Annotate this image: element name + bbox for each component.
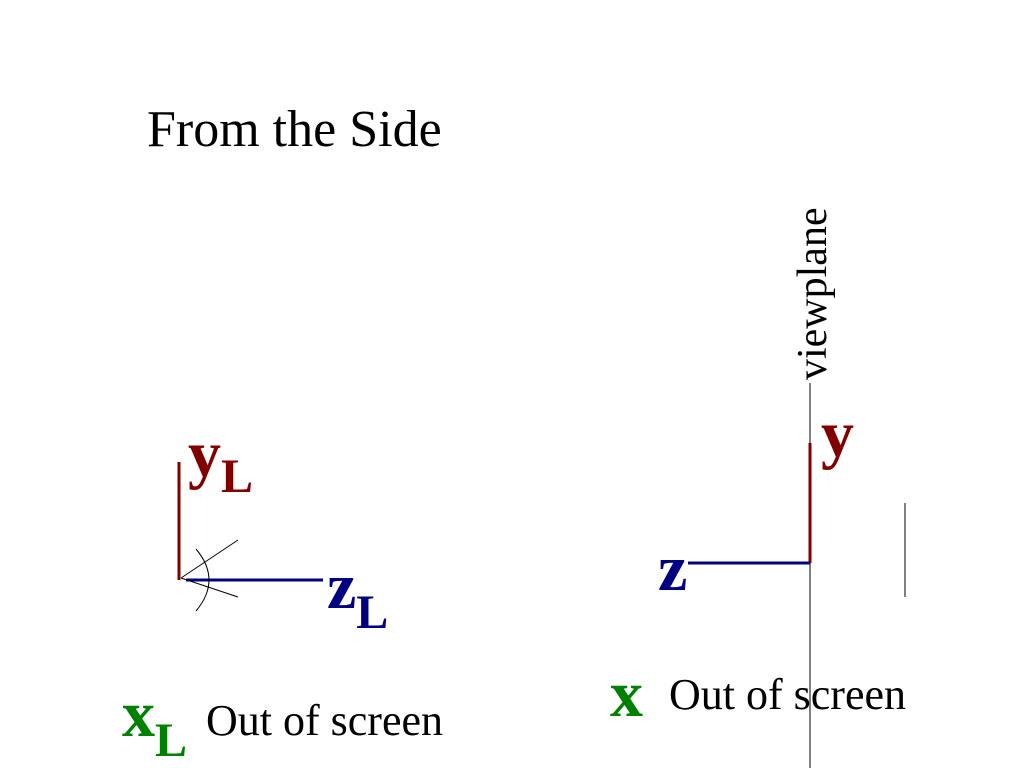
slide-title: From the Side: [147, 101, 442, 158]
viewplane-label: viewplane: [790, 207, 836, 380]
right-y-axis-label: y: [821, 398, 854, 471]
left-z-axis-label: zL: [327, 550, 388, 639]
left-y-axis-label: yL: [188, 418, 253, 503]
right-x-axis-caption: Out of screen: [669, 670, 906, 719]
eye-icon: [180, 539, 239, 612]
right-x-axis-label: x: [610, 658, 643, 731]
right-z-axis-label: z: [658, 532, 687, 605]
left-x-axis-label: xL: [122, 678, 187, 767]
right-frame: viewplane y z x Out of screen: [610, 207, 906, 768]
left-x-axis-caption: Out of screen: [206, 696, 443, 745]
left-frame: yL zL xL Out of screen: [122, 418, 443, 767]
